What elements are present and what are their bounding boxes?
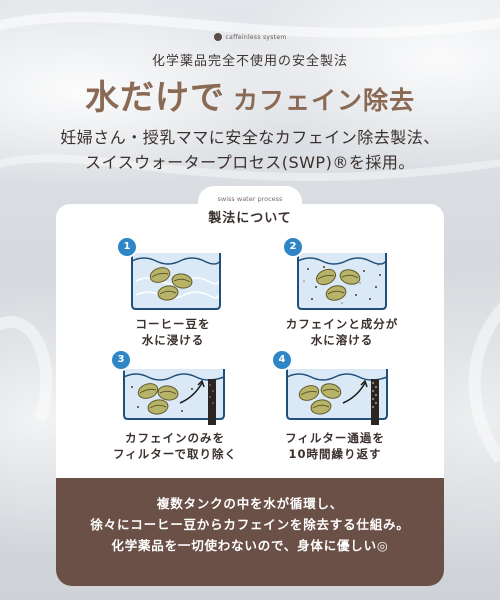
step-1-badge: 1 <box>116 236 138 258</box>
step-4-caption: フィルター通過を 10時間繰り返す <box>285 431 385 461</box>
process-tag: swiss water process <box>198 186 302 218</box>
coffee-bean-icon <box>171 273 193 289</box>
page-title: 水だけでカフェイン除去 <box>0 70 500 119</box>
step-2-illustration <box>297 253 387 310</box>
title-main: 水だけで <box>84 78 225 118</box>
coffee-bean-icon <box>137 383 159 399</box>
coffee-bean-icon <box>310 399 332 415</box>
coffee-bean-icon <box>157 385 179 401</box>
coffee-bean-icon <box>213 33 222 41</box>
coffee-bean-icon <box>315 268 337 286</box>
coffee-bean-icon <box>320 383 342 399</box>
summary-line-2: 徐々にコーヒー豆からカフェインを除去する仕組み。 <box>90 517 410 532</box>
coffee-bean-icon <box>325 285 347 301</box>
lead-line-1: 妊婦さん・授乳ママに安全なカフェイン除去製法、 <box>60 128 440 147</box>
process-label: 製法について <box>208 211 292 226</box>
title-sub: カフェイン除去 <box>232 86 415 115</box>
brand-logo: caffeinless system <box>0 33 500 41</box>
coffee-bean-icon <box>147 399 169 415</box>
lead-text: 妊婦さん・授乳ママに安全なカフェイン除去製法、 スイスウォータープロセス(SWP… <box>0 125 500 175</box>
coffee-bean-icon <box>149 267 171 283</box>
filter-icon <box>371 379 379 425</box>
brand-name: caffeinless system <box>225 34 287 41</box>
filter-icon <box>208 379 216 425</box>
step-4-badge: 4 <box>271 349 293 371</box>
summary-line-3: 化学薬品を一切使わないので、身体に優しい◎ <box>111 538 389 553</box>
step-2-badge: 2 <box>282 236 304 258</box>
header-subtitle: 化学薬品完全不使用の安全製法 <box>151 54 348 69</box>
lead-line-2: スイスウォータープロセス(SWP)®を採用。 <box>85 153 415 172</box>
step-4-illustration <box>286 369 388 425</box>
summary-panel: 複数タンクの中を水が循環し、 徐々にコーヒー豆からカフェインを除去する仕組み。 … <box>56 478 444 586</box>
step-1-illustration <box>131 253 221 310</box>
coffee-bean-icon <box>157 285 179 301</box>
summary-line-1: 複数タンクの中を水が循環し、 <box>156 496 344 511</box>
step-2-caption: カフェインと成分が 水に溶ける <box>285 317 399 347</box>
step-3-illustration <box>123 369 225 425</box>
step-3-badge: 3 <box>110 349 132 371</box>
step-3-caption: カフェインのみを フィルターで取り除く <box>112 431 238 461</box>
step-1-caption: コーヒー豆を 水に浸ける <box>135 317 211 347</box>
coffee-bean-icon <box>339 269 361 285</box>
coffee-bean-icon <box>298 385 320 401</box>
